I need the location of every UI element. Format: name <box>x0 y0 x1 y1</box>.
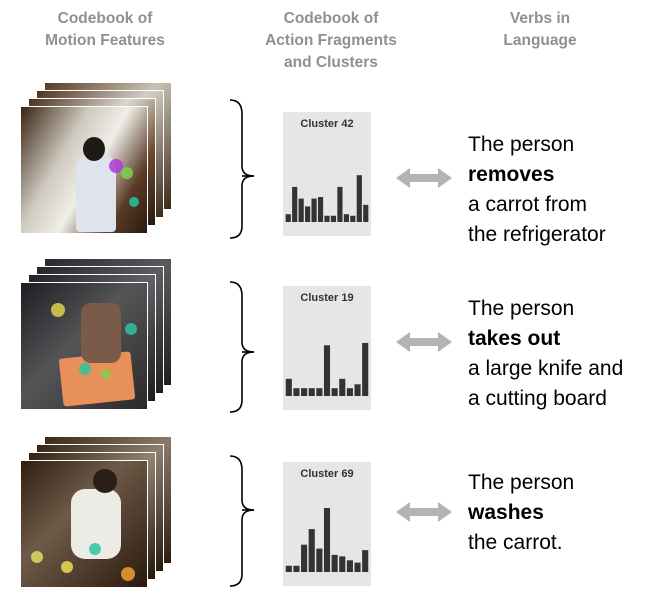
double-arrow-row-1 <box>396 168 452 188</box>
verb-line-subject: The person <box>468 297 575 320</box>
bracket-row-3 <box>229 455 255 587</box>
motion-feature-point <box>121 567 135 581</box>
header-motion-line2: Motion Features <box>45 32 165 49</box>
header-motion-features: Codebook of Motion Features <box>20 8 190 52</box>
histogram-bar <box>339 556 346 572</box>
verb-line-object: a large knife and <box>468 357 624 380</box>
verb-description-row-3: The person washes the carrot. <box>468 468 574 558</box>
histogram-bar <box>292 186 298 222</box>
motion-feature-point <box>61 561 73 573</box>
histogram-bar <box>316 548 323 572</box>
histogram-bar <box>362 342 369 396</box>
motion-feature-point <box>121 167 133 179</box>
motion-feature-point <box>79 363 91 375</box>
motion-feature-point <box>125 323 137 335</box>
motion-feature-point <box>129 197 139 207</box>
header-verbs-line2: Language <box>503 32 577 49</box>
header-action-fragments: Codebook of Action Fragments and Cluster… <box>246 8 416 74</box>
verb-line-object-2: the refrigerator <box>468 223 606 246</box>
histogram-bar <box>356 175 362 222</box>
person-head <box>93 469 117 493</box>
verb-line-subject: The person <box>468 471 575 494</box>
histogram-bar <box>285 378 292 396</box>
histogram-bar <box>301 544 308 572</box>
histogram-bar <box>285 214 291 222</box>
histogram-bar <box>343 214 349 222</box>
header-action-line2: Action Fragments <box>265 32 397 49</box>
bracket-row-2 <box>229 281 255 413</box>
header-motion-line1: Codebook of <box>57 10 153 27</box>
motion-feature-point <box>31 551 43 563</box>
histogram-bar <box>293 388 300 396</box>
histogram-bar <box>311 198 317 222</box>
histogram-bar <box>323 508 331 572</box>
header-action-line3: and Clusters <box>284 54 378 71</box>
motion-feature-point <box>51 303 65 317</box>
video-frame <box>20 460 148 588</box>
cluster-label: Cluster 19 <box>300 292 354 304</box>
cluster-histogram <box>285 342 369 396</box>
double-arrow-row-3 <box>396 502 452 522</box>
cluster-histogram <box>285 508 369 572</box>
cluster-panel-row-1: Cluster 42 <box>283 112 371 236</box>
histogram-bar <box>331 388 338 396</box>
histogram-bar <box>337 186 343 222</box>
verb-word: washes <box>468 501 544 524</box>
histogram-bar <box>354 384 361 396</box>
person-arm <box>81 303 121 363</box>
verb-description-row-1: The person removes a carrot from the ref… <box>468 130 606 250</box>
cluster-label: Cluster 69 <box>300 468 354 480</box>
histogram-bar <box>308 529 315 572</box>
histogram-bar <box>308 388 315 396</box>
histogram-bar <box>305 206 311 222</box>
motion-feature-point <box>89 543 101 555</box>
histogram-bar <box>331 554 338 572</box>
cluster-histogram <box>285 175 369 222</box>
verb-word: takes out <box>468 327 561 350</box>
histogram-bar <box>323 345 331 396</box>
bracket-row-1 <box>229 99 255 239</box>
verb-line-subject: The person <box>468 133 575 156</box>
header-verbs-line1: Verbs in <box>509 10 571 27</box>
verb-line-object: a carrot from <box>468 193 588 216</box>
motion-frames-row-3 <box>20 436 190 601</box>
histogram-bar <box>350 215 356 222</box>
histogram-bar <box>293 565 300 572</box>
motion-feature-point <box>101 369 111 379</box>
histogram-bar <box>324 215 330 222</box>
header-verbs: Verbs in Language <box>470 8 610 52</box>
video-frame <box>20 106 148 234</box>
histogram-bar <box>363 204 369 222</box>
motion-frames-row-2 <box>20 258 190 423</box>
histogram-bar <box>285 565 292 572</box>
verb-word: removes <box>468 163 555 186</box>
histogram-bar <box>298 198 304 222</box>
histogram-bar <box>346 560 353 572</box>
histogram-bar <box>330 215 337 222</box>
verb-description-row-2: The person takes out a large knife and a… <box>468 294 623 414</box>
double-arrow-row-2 <box>396 332 452 352</box>
video-frame <box>20 282 148 410</box>
motion-frames-row-1 <box>20 82 190 247</box>
histogram-bar <box>362 550 369 572</box>
histogram-bar <box>316 388 323 396</box>
histogram-bar <box>301 388 308 396</box>
person-head <box>83 137 105 161</box>
header-action-line1: Codebook of <box>283 10 379 27</box>
cluster-panel-row-3: Cluster 69 <box>283 462 371 586</box>
verb-line-object: the carrot. <box>468 531 563 554</box>
histogram-bar <box>354 562 361 572</box>
histogram-bar <box>346 388 353 396</box>
cluster-label: Cluster 42 <box>300 118 354 130</box>
verb-line-object-2: a cutting board <box>468 387 607 410</box>
histogram-bar <box>339 378 346 396</box>
histogram-bar <box>317 197 324 222</box>
motion-feature-point <box>109 159 123 173</box>
cluster-panel-row-2: Cluster 19 <box>283 286 371 410</box>
